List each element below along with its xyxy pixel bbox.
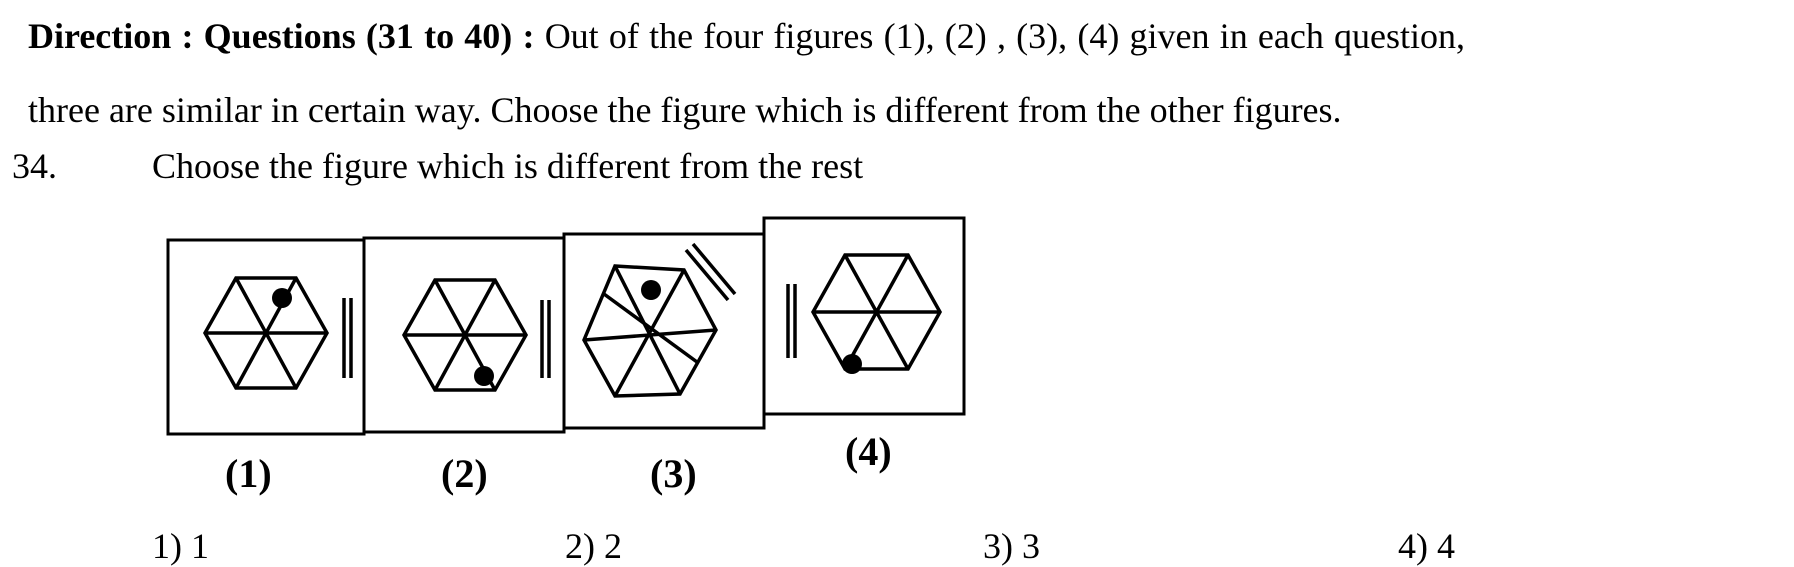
figure-4-label: (4)	[845, 429, 892, 474]
figure-1-hexagon	[202, 276, 353, 390]
figure-3-dot	[641, 280, 661, 300]
question-text: Choose the figure which is different fro…	[152, 146, 864, 186]
option-4[interactable]: 4) 4	[1398, 526, 1455, 566]
figure-4-hexagon	[786, 253, 943, 371]
option-2[interactable]: 2) 2	[565, 526, 622, 566]
question-number: 34.	[12, 146, 57, 186]
figure-2-label: (2)	[441, 451, 488, 496]
figure-1-box	[166, 238, 366, 436]
figure-3-label: (3)	[650, 451, 697, 496]
direction-line-1: Direction : Questions (31 to 40) : Out o…	[28, 18, 1465, 54]
option-3[interactable]: 3) 3	[983, 526, 1040, 566]
figure-1-label: (1)	[225, 451, 272, 496]
figure-3-hexagon	[582, 242, 737, 398]
direction-text-2: three are similar in certain way. Choose…	[28, 90, 1342, 130]
direction-text-1: Out of the four figures (1), (2) , (3), …	[544, 16, 1466, 56]
figure-2-dot	[474, 366, 494, 386]
figure-3-box	[562, 232, 766, 430]
figure-4-box	[762, 216, 966, 416]
figure-4-dot	[842, 354, 862, 374]
option-1[interactable]: 1) 1	[152, 526, 209, 566]
direction-label: Direction : Questions (31 to 40) :	[28, 16, 535, 56]
figure-1-dot	[272, 288, 292, 308]
